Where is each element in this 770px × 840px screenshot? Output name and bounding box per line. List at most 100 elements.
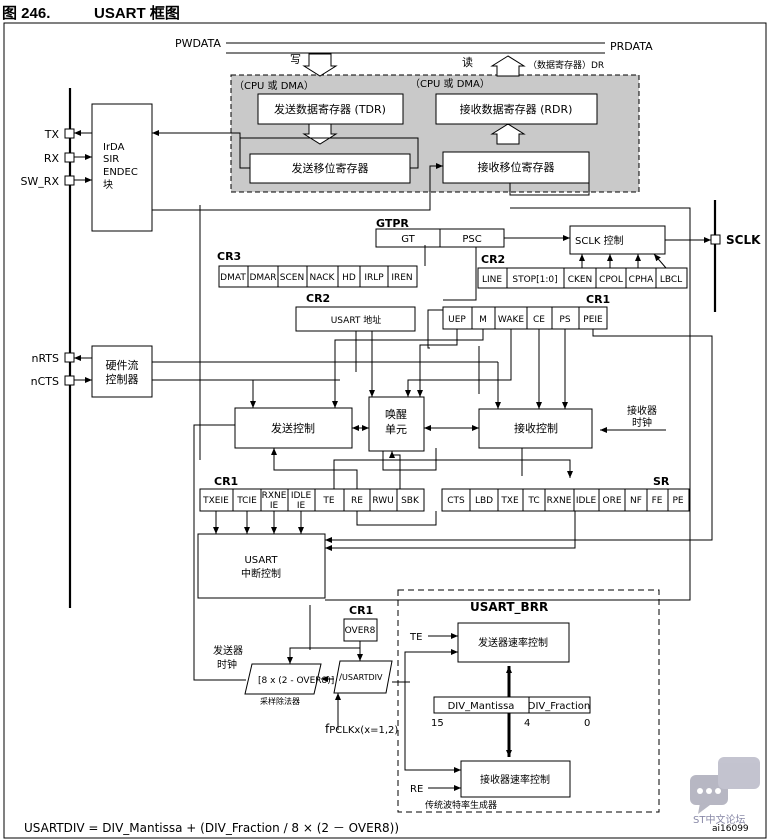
tx-rate-control-box — [457, 622, 570, 663]
cr1-idleie-1: IDLE — [291, 491, 312, 501]
tdr-to-shift-arrow — [302, 123, 338, 145]
sclk-pin — [710, 234, 721, 245]
gtpr-gt-label: GT — [401, 234, 415, 245]
gtpr-psc-label: PSC — [462, 234, 481, 245]
cr1-tcie: TCIE — [236, 496, 257, 506]
shift-to-rdr-arrow — [490, 123, 526, 145]
brr-title: USART_BRR — [470, 600, 548, 615]
rdr-box — [435, 93, 598, 125]
prdata-label: PRDATA — [610, 40, 653, 53]
int-ctrl-line-1: USART — [244, 555, 278, 566]
brr-connectors — [392, 633, 512, 791]
sr-lbd: LBD — [475, 496, 493, 506]
figure-code: ai16099 — [712, 824, 749, 834]
nrts-pin — [64, 352, 75, 363]
flow-ctrl-line-2: 控制器 — [106, 372, 139, 386]
sclk-control-label: SCLK 控制 — [575, 234, 624, 247]
hw-flow-control-block — [91, 345, 153, 398]
write-label: 写 — [290, 53, 301, 66]
sw-rx-pin — [64, 175, 75, 186]
sr-ore: ORE — [602, 496, 621, 506]
rx-pin-label: RX — [44, 152, 60, 165]
brr-footer: 传统波特率生成器 — [425, 799, 497, 811]
cr1-ps: PS — [559, 315, 570, 325]
rx-control-label: 接收控制 — [514, 421, 558, 435]
figure-name: USART 框图 — [94, 5, 180, 22]
read-label: 读 — [462, 55, 473, 69]
rx-shift-box — [442, 151, 590, 184]
cr1-m: M — [479, 315, 487, 325]
rx-shift-label: 接收移位寄存器 — [478, 160, 555, 174]
wide-bus-arrows — [302, 53, 526, 145]
usart-address-box — [295, 306, 416, 332]
tx-pin-label: TX — [44, 128, 60, 141]
tdr-box — [257, 93, 404, 125]
write-bus-arrow — [302, 53, 338, 77]
figure-title: 图 246. USART 框图 — [2, 2, 180, 23]
cr2-top-register — [477, 267, 688, 289]
usart-brr-frame — [397, 589, 660, 813]
over8-text: OVER8 — [345, 626, 376, 636]
cr2-top-label: CR2 — [481, 253, 505, 266]
pclk-label: fPCLKx(x=1,2) — [325, 722, 398, 736]
usartdiv-text: /USARTDIV — [339, 673, 383, 683]
cr3-hd: HD — [342, 273, 356, 283]
usartdiv-box — [333, 660, 393, 694]
tx-rate-label: 发送器速率控制 — [478, 636, 548, 649]
pwdata-label: PWDATA — [175, 37, 221, 50]
cr2-addr-label: CR2 — [306, 292, 330, 305]
cr1-uep: UEP — [448, 315, 466, 325]
cr2-line: LINE — [482, 275, 502, 285]
ncts-pin — [64, 375, 75, 386]
tx-clock-line-2: 时钟 — [217, 658, 237, 671]
rx-rate-label: 接收器速率控制 — [480, 773, 550, 786]
irda-line-1: IrDA — [103, 142, 125, 153]
divider-text: [8 x (2 - OVER8)] — [258, 676, 334, 686]
brr-bit0: 0 — [584, 718, 590, 729]
sr-pe: PE — [672, 496, 683, 506]
cr1-txeie: TXEIE — [202, 496, 229, 506]
tx-pin — [64, 128, 75, 139]
brr-bit15: 15 — [431, 718, 444, 729]
sr-nf: NF — [630, 496, 642, 506]
rdr-label: 接收数据寄存器 (RDR) — [460, 102, 573, 116]
wakeup-unit-box — [368, 396, 425, 452]
sr-register — [441, 488, 690, 512]
cr1-peie: PEIE — [583, 315, 603, 325]
rx-rate-control-box — [460, 760, 571, 798]
div-mantissa-label: DIV_Mantissa — [448, 701, 515, 712]
sr-idle: IDLE — [576, 496, 597, 506]
ncts-pin-label: nCTS — [31, 375, 59, 388]
cr3-iren: IREN — [391, 273, 412, 283]
cr3-dmar: DMAR — [249, 273, 276, 283]
cr1-top-register — [442, 306, 608, 330]
cr2-stop: STOP[1:0] — [512, 275, 557, 285]
cr2-cpol: CPOL — [599, 275, 623, 285]
rx-clock-line-2: 时钟 — [632, 416, 652, 429]
brr-bit4: 4 — [524, 718, 530, 729]
usartdiv-formula: USARTDIV = DIV_Mantissa + (DIV_Fraction … — [24, 821, 399, 835]
cr3-nack: NACK — [310, 273, 336, 283]
brr-re-label: RE — [410, 784, 423, 795]
cr3-irlp: IRLP — [364, 273, 384, 283]
cr1-rxneie-2: IE — [270, 501, 279, 511]
rx-clock-line-1: 接收器 — [627, 404, 657, 417]
figure-number: 图 246. — [2, 5, 51, 22]
sr-txe: TXE — [500, 496, 519, 506]
sr-tc: TC — [527, 496, 539, 506]
cr1-top-label: CR1 — [586, 293, 610, 306]
sr-rxne: RXNE — [547, 496, 572, 506]
tx-control-label: 发送控制 — [271, 421, 315, 435]
cr1-idleie-2: IE — [297, 501, 306, 511]
cr1-over8-label: CR1 — [349, 604, 373, 617]
irda-line-2: SIR — [103, 154, 119, 165]
cr2-cpha: CPHA — [629, 275, 654, 285]
cr1-bottom-register — [199, 488, 425, 512]
forum-watermark-icon — [690, 757, 760, 814]
usart-interrupt-control-box — [197, 533, 326, 599]
cpu-dma-left-label: （CPU 或 DMA） — [234, 80, 314, 92]
sampling-divider-box — [244, 663, 322, 695]
cr1-wake: WAKE — [498, 315, 524, 325]
middle-connectors — [193, 245, 713, 681]
